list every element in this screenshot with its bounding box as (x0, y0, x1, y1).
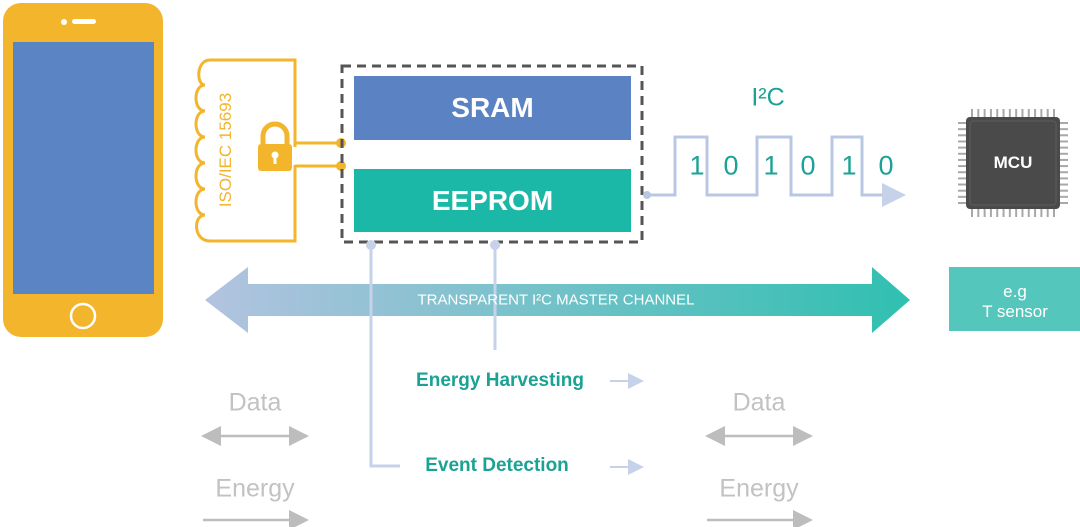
padlock-icon (258, 121, 292, 171)
i2c-bit: 1 (689, 150, 705, 181)
i2c-bit: 0 (878, 150, 894, 181)
legend-left-energy-label: Energy (215, 474, 295, 503)
energy-harvesting-dot (490, 240, 500, 250)
i2c-bit: 1 (763, 150, 779, 181)
sensor-box (949, 267, 1080, 331)
legend-right-energy-label: Energy (719, 474, 799, 503)
i2c-bit: 0 (800, 150, 816, 181)
eeprom-label: EEPROM (431, 184, 554, 216)
i2c-label: I²C (751, 83, 785, 112)
smartphone-icon (3, 3, 163, 337)
event-detection-line (369, 245, 400, 468)
channel-label: TRANSPARENT I²C MASTER CHANNEL (417, 291, 695, 309)
energy-harvesting-label: Energy Harvesting (416, 370, 584, 391)
sram-label: SRAM (451, 92, 534, 123)
sram-block (354, 76, 631, 140)
phone-camera (61, 19, 67, 25)
mcu-label: MCU (993, 153, 1033, 172)
legend-left-data-label: Data (228, 388, 282, 417)
connector-dot-bottom (336, 161, 346, 171)
i2c-bit: 0 (723, 150, 739, 181)
eeprom-block (354, 169, 631, 232)
event-detection-dot (366, 240, 376, 250)
phone-screen (13, 42, 154, 294)
phone-speaker (72, 19, 96, 24)
sensor-label-line1: e.g (1003, 282, 1027, 301)
legend-right-data-label: Data (732, 388, 786, 417)
transparent-channel-arrow (205, 267, 910, 333)
i2c-bit: 1 (841, 150, 857, 181)
tag-chip-boundary (340, 64, 644, 244)
event-detection-label: Event Detection (425, 455, 569, 476)
sensor-label-line2: T sensor (982, 302, 1048, 321)
antenna-standard-label: ISO/IEC 15693 (216, 92, 235, 208)
phone-home-button (69, 302, 97, 330)
microcontroller-chip-icon (958, 109, 1068, 217)
antenna-coil (194, 58, 297, 243)
i2c-start-dot (643, 191, 651, 199)
i2c-signal-wave (647, 135, 906, 207)
